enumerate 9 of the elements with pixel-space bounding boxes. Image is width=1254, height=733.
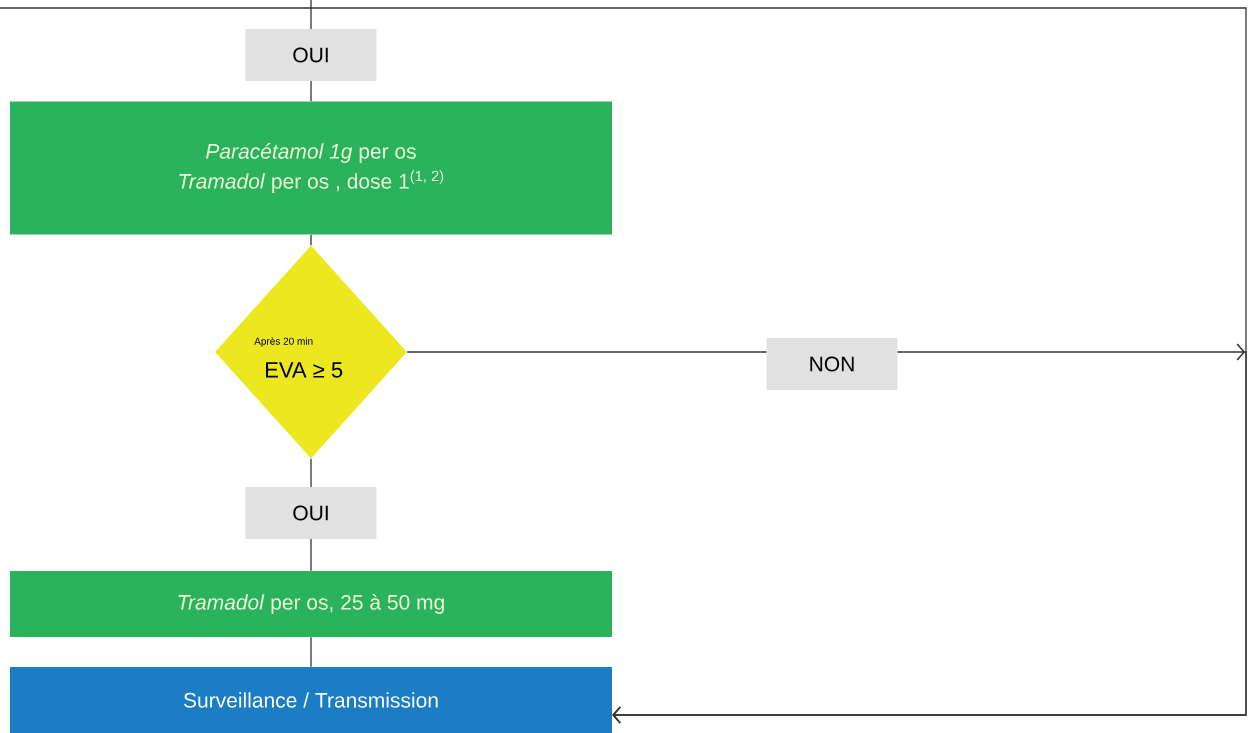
edge-label: OUI [245,29,377,81]
connector-line [310,636,312,668]
edge-label: NON [766,338,898,390]
treatment-box: Paracétamol 1g per os Tramadol per os , dose 1$^{(1, 2)}$ [10,101,612,235]
edge-label: OUI [245,487,377,539]
connector-line [310,234,312,246]
treatment-box: Tramadol per os, 25 à 50 mg [10,571,612,637]
arrow [0,7,1247,724]
outcome-box: Surveillance / Transmission [10,667,612,733]
